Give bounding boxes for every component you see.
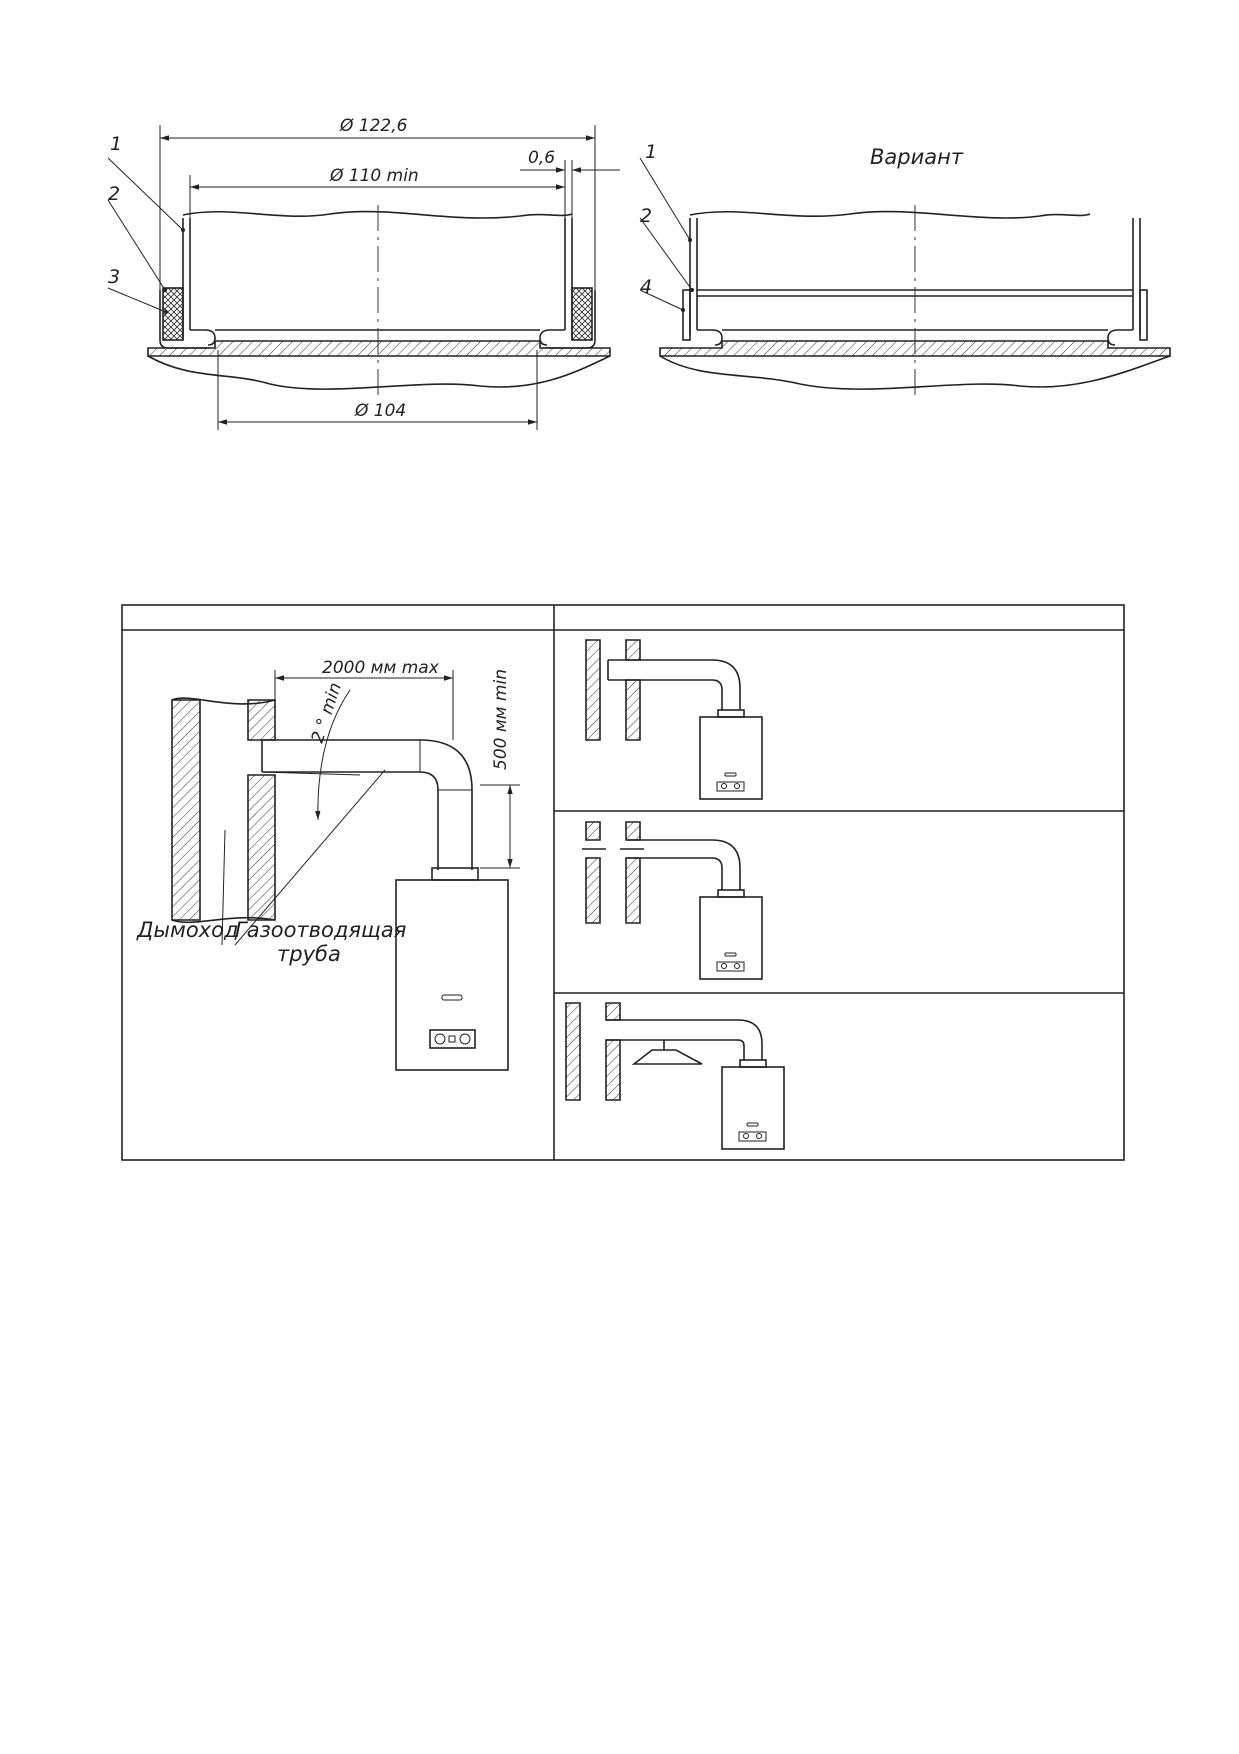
dim-outer-diameter: Ø 122,6	[339, 116, 408, 136]
variant-scheme-3	[565, 1002, 785, 1150]
dim-slope-angle: 2 ° min	[308, 680, 346, 745]
label-flue-pipe-line2: труба	[277, 942, 341, 966]
dim-bottom-diameter: Ø 104	[354, 401, 406, 421]
label-flue-pipe-line1: Газоотводящая	[235, 918, 406, 942]
callout-1: 1	[110, 133, 122, 155]
seal-right	[571, 287, 593, 341]
dim-vertical-length: 500 мм min	[491, 669, 511, 770]
dim-inner-diameter: Ø 110 min	[329, 166, 419, 186]
pipe-section-drawing	[107, 125, 620, 430]
water-heater-main	[395, 879, 509, 1071]
variant-title: Вариант	[870, 145, 964, 169]
callout-3: 3	[108, 266, 120, 288]
main-installation-scheme	[171, 670, 520, 1071]
clamp-left	[682, 289, 691, 341]
seal-left	[162, 287, 184, 341]
variant-scheme-2	[582, 821, 763, 980]
installation-table	[121, 604, 1125, 1161]
dim-gap: 0,6	[528, 148, 555, 168]
variant-scheme-1	[585, 639, 763, 800]
pipe-section-variant-drawing	[639, 157, 1171, 400]
variant-callout-1: 1	[645, 141, 657, 163]
draft-hood	[631, 1049, 703, 1065]
dim-horizontal-length: 2000 мм max	[322, 658, 440, 678]
variant-callout-4: 4	[640, 276, 652, 298]
callout-2: 2	[108, 183, 120, 205]
variant-callout-2: 2	[640, 205, 652, 227]
clamp-right	[1139, 289, 1148, 341]
label-chimney: Дымоход	[136, 918, 238, 942]
